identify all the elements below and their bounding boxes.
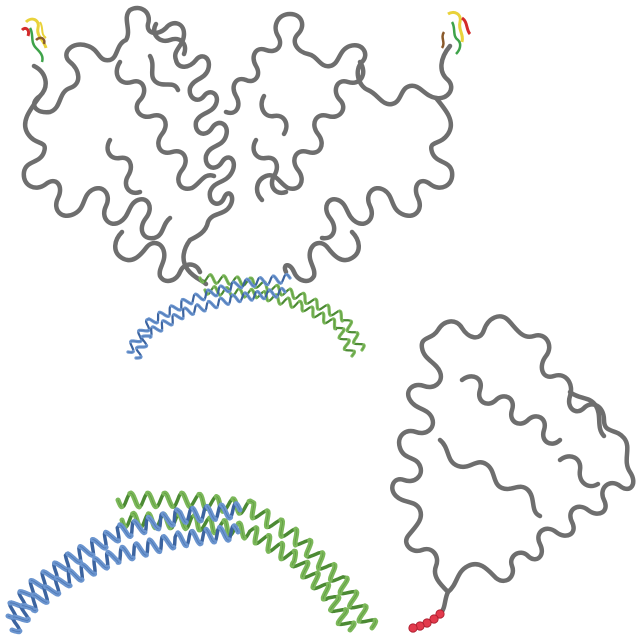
panel-dimer [20,5,472,360]
left-chain-loops-c [113,229,203,284]
right-chain-loops-b [254,59,366,203]
left-disordered-chain [31,5,237,287]
left-chain-loops-a [21,93,173,241]
dimer-helix-green-2 [203,285,356,358]
closeup-helix-green-1 [115,490,379,631]
dimer-helix-blue-1 [126,272,292,354]
single-chain-loops-a [459,374,563,446]
right-disordered-chain [223,11,454,116]
red-terminal-segment [408,609,445,633]
single-chain-loops-b [437,437,543,519]
single-chain-loops-c [557,389,607,489]
red-bead [408,623,418,633]
panel-coiled-coil-closeup [5,490,379,635]
right-chain-loops-d [251,93,289,196]
dimer-coiled-coil [126,272,366,360]
right-folded-domain [440,10,472,55]
left-chain-loops-b [114,59,217,192]
panel-single-chain [390,314,636,633]
red-bead [435,609,445,619]
red-bead [429,614,439,624]
left-chain-loops-d [105,21,188,196]
closeup-helix-blue-1 [5,501,243,621]
left-folded-domain [20,17,48,63]
closeup-helix-blue-2 [9,523,241,635]
single-disordered-chain [390,314,636,595]
right-chain-loops-c [282,229,361,284]
right-chain-loops-a [319,95,455,241]
dimer-helix-blue-2 [134,286,287,360]
